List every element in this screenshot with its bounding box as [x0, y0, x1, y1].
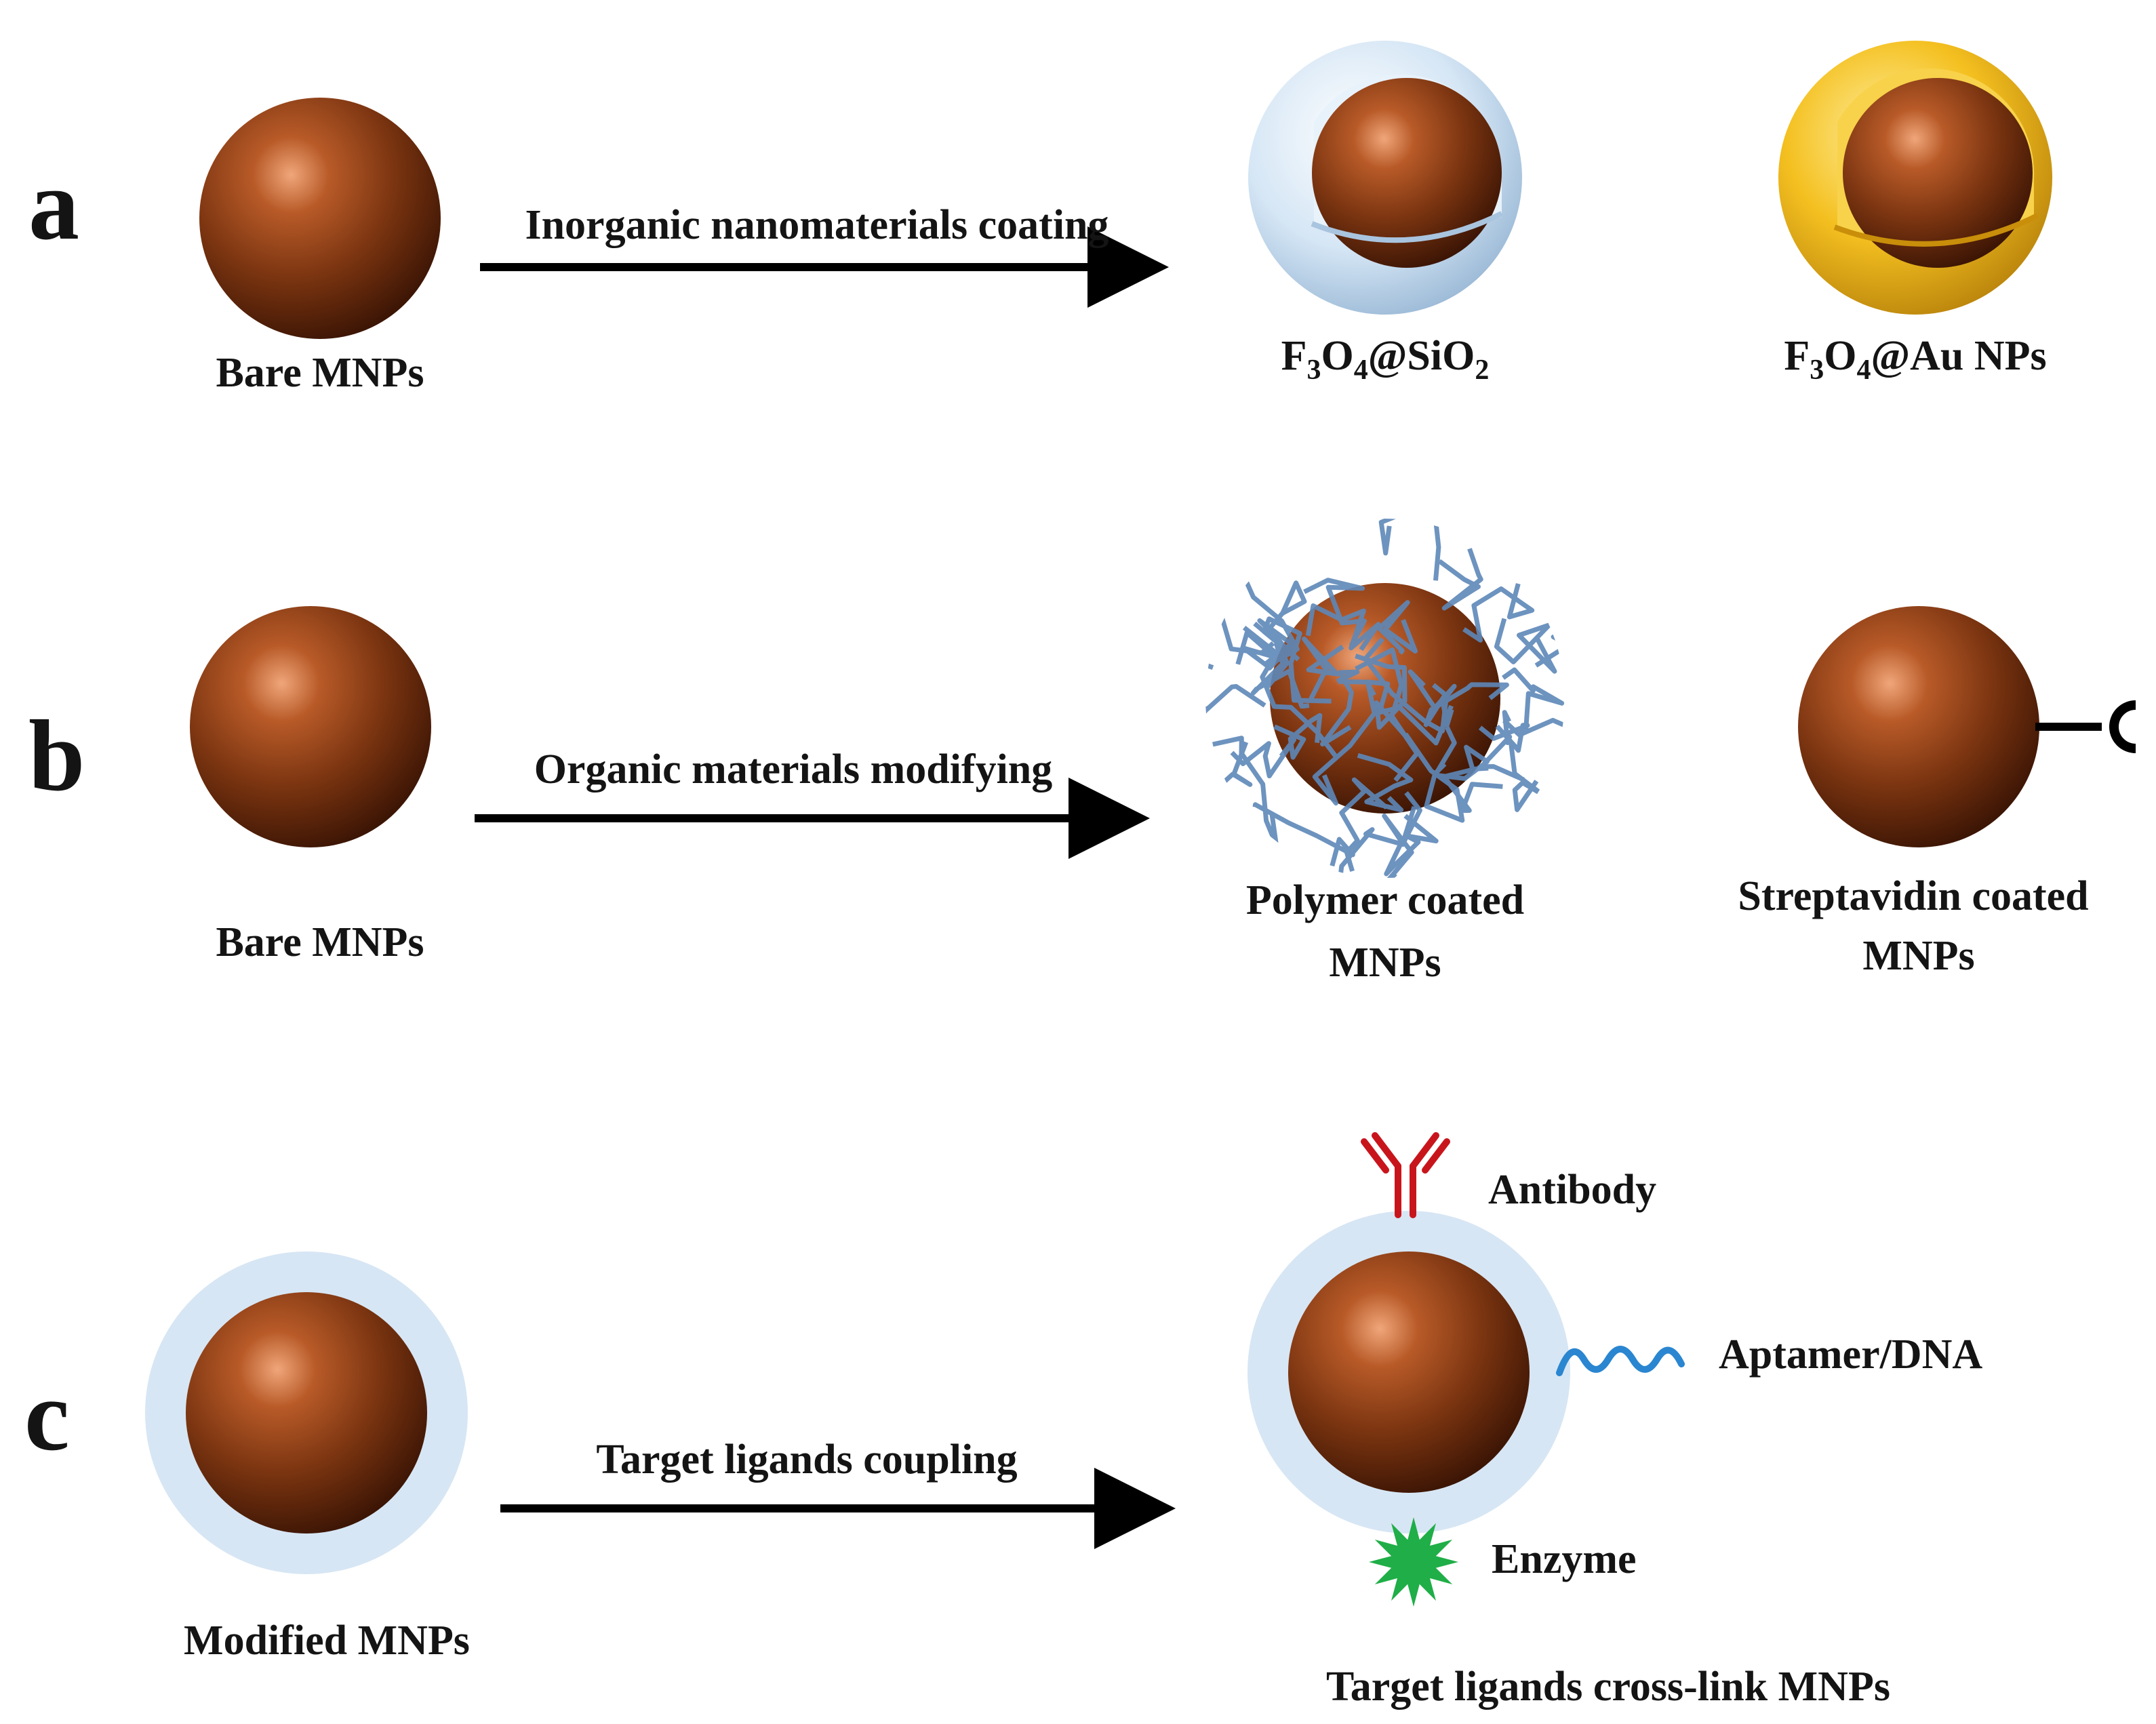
polymer-strand: [1384, 814, 1439, 877]
enzyme-icon: [1369, 1517, 1458, 1607]
polymer-strand: [1242, 626, 1338, 759]
nanoparticle-core-icon: [1288, 1251, 1530, 1493]
panel-a: a Bare MNPs Inorganic nanomaterials coat…: [28, 41, 2052, 396]
polymer-strand: [1252, 802, 1355, 867]
polymer-strand: [1302, 637, 1344, 700]
antibody-icon: [1361, 1132, 1450, 1218]
polymer-coating-icon: [1205, 519, 1565, 878]
nanoparticle-core-icon: [1843, 78, 2033, 268]
polymer-strand: [1303, 578, 1367, 647]
polymer-strand: [1205, 684, 1266, 732]
polymer-strand: [1408, 669, 1457, 727]
aptamer-label: Aptamer/DNA: [1719, 1331, 1982, 1378]
silica-coated-mnp: [1248, 41, 1522, 315]
polymer-strand: [1441, 765, 1503, 814]
polymer-strand: [1478, 723, 1530, 753]
panel-letter-a: a: [28, 148, 79, 261]
gold-coated-mnp: [1778, 41, 2052, 315]
polymer-strand: [1339, 777, 1389, 873]
modified-mnps-label: Modified MNPs: [184, 1618, 470, 1664]
streptavidin-product-label-line2: MNPs: [1862, 933, 1974, 979]
aptamer-icon: [1556, 1346, 1685, 1376]
polymer-strand: [1374, 805, 1417, 878]
panel-letter-c: c: [24, 1359, 70, 1472]
polymer-coated-mnp: [1205, 519, 1565, 878]
gold-product-label: F3O4@Au NPs: [1784, 333, 2046, 386]
polymer-product-label-line2: MNPs: [1329, 940, 1441, 986]
polymer-strand: [1305, 603, 1381, 651]
panel-c: c Modified MNPs Target ligands coupling …: [24, 1132, 1982, 1710]
polymer-strand: [1250, 642, 1310, 709]
bare-mnps-label-a: Bare MNPs: [216, 350, 424, 396]
nanoparticle-core-icon: [186, 1292, 427, 1533]
enzyme-label: Enzyme: [1492, 1536, 1637, 1582]
polymer-strand: [1413, 519, 1441, 581]
streptavidin-product-label-line1: Streptavidin coated: [1738, 873, 2088, 919]
bare-mnps-label-b: Bare MNPs: [216, 919, 424, 965]
antibody-label: Antibody: [1488, 1167, 1656, 1213]
polymer-strand: [1230, 737, 1296, 779]
crosslink-product-label: Target ligands cross-link MNPs: [1326, 1664, 1890, 1710]
nanoparticle-core-icon: [1312, 78, 1502, 268]
panel-b: b Bare MNPs Organic materials modifying …: [28, 519, 2136, 986]
polymer-strand: [1433, 725, 1490, 781]
arrow-label-b: Organic materials modifying: [534, 746, 1053, 793]
polymer-strand: [1355, 654, 1410, 740]
polymer-product-label-line1: Polymer coated: [1246, 877, 1524, 923]
polymer-strand: [1437, 548, 1483, 611]
polymer-strand: [1273, 713, 1323, 760]
bare-mnp-sphere-b: [190, 606, 431, 847]
polymer-strand: [1338, 679, 1454, 746]
silica-product-label: F3O4@SiO2: [1281, 333, 1490, 386]
polymer-strand: [1502, 681, 1565, 738]
bare-mnp-sphere-a: [199, 98, 441, 339]
polymer-strand: [1320, 669, 1360, 747]
ligand-crosslinked-mnp: Antibody Aptamer/DNA Enzyme: [1247, 1132, 1982, 1607]
nanoparticle-core-icon: [1798, 606, 2039, 847]
arrow-label-a: Inorganic nanomaterials coating: [525, 202, 1109, 248]
polymer-strand: [1336, 791, 1422, 878]
panel-letter-b: b: [28, 700, 85, 812]
polymer-strand: [1205, 595, 1214, 670]
polymer-strand: [1423, 682, 1509, 727]
arrow-label-c: Target ligands coupling: [596, 1437, 1017, 1483]
polymer-strand: [1312, 682, 1377, 806]
polymer-strand: [1205, 741, 1253, 805]
polymer-strand: [1376, 600, 1418, 655]
polymer-strand: [1357, 753, 1414, 813]
streptavidin-coated-mnp: [1798, 606, 2136, 847]
polymer-strand: [1479, 710, 1525, 782]
polymer-strand: [1501, 667, 1565, 731]
polymer-strand: [1494, 618, 1557, 674]
polymer-strand: [1344, 519, 1413, 556]
polymer-strand: [1462, 583, 1535, 643]
